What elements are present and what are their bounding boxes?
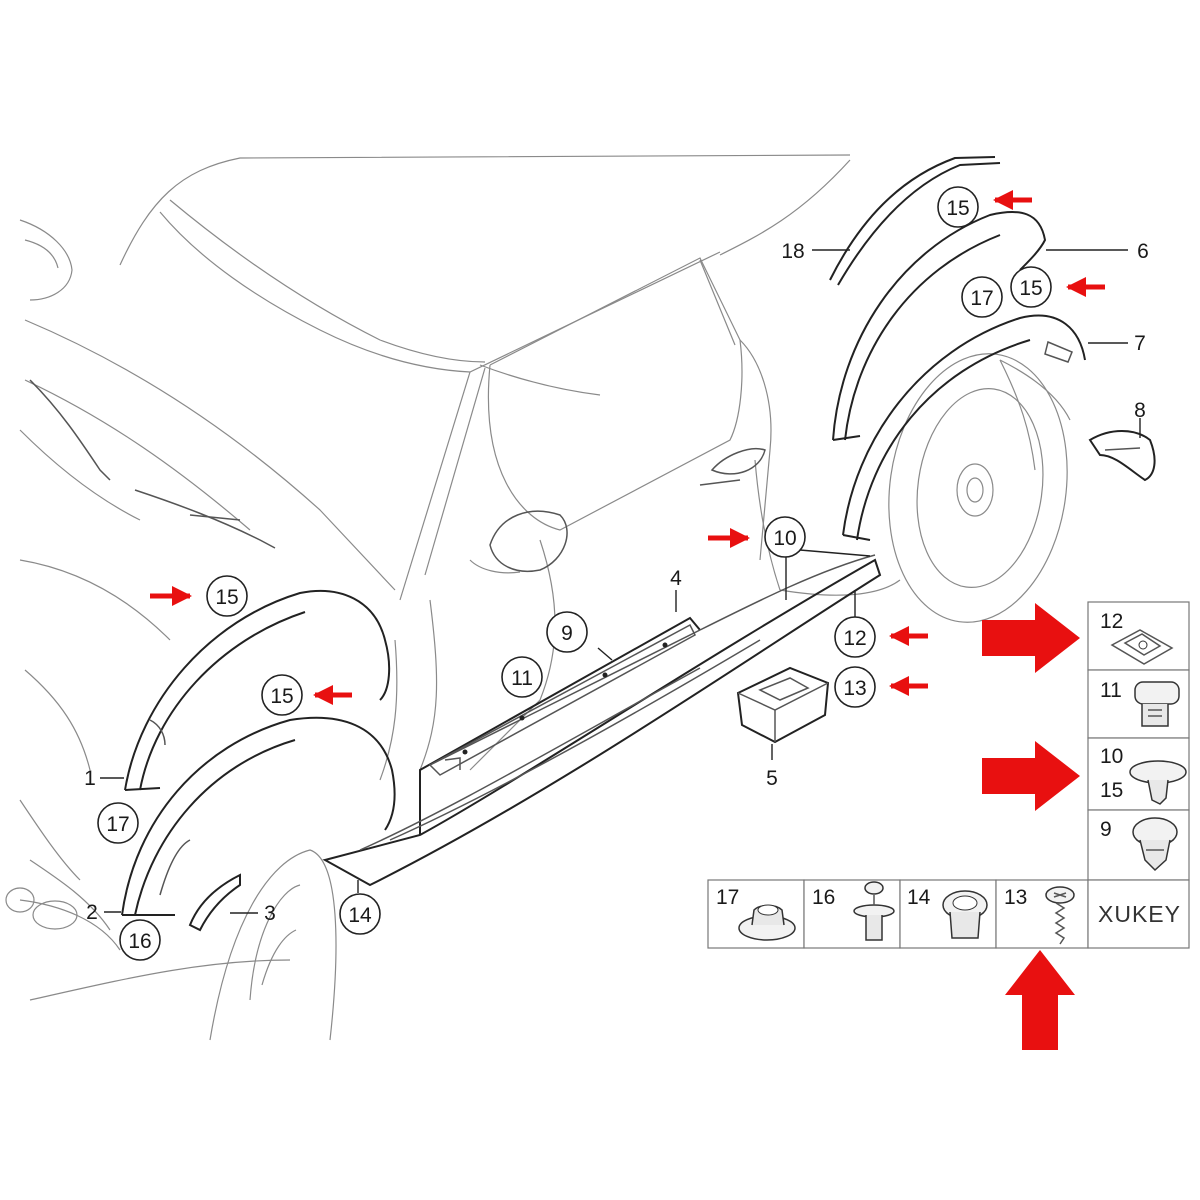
- part-3-trim: [159, 839, 258, 932]
- grid-label: 16: [812, 886, 835, 909]
- callout-label: 16: [128, 930, 151, 953]
- part-18-molding: [812, 156, 1001, 286]
- part-10-leader: [785, 549, 871, 600]
- callout-label: 18: [781, 240, 804, 263]
- callout-label: 15: [270, 685, 293, 708]
- callout-label: 13: [843, 677, 866, 700]
- red-arrows: [150, 190, 1105, 1050]
- tree-clip-icon: [1132, 817, 1178, 872]
- grid-label: 15: [1100, 779, 1123, 802]
- push-clip-icon: [1129, 760, 1187, 805]
- callout-label: 3: [264, 902, 276, 925]
- grid-label: 9: [1100, 818, 1112, 841]
- brand-watermark: XUKEY: [1098, 901, 1181, 927]
- grid-label: 17: [716, 886, 739, 909]
- callout-label: 15: [946, 197, 969, 220]
- callout-label: 2: [86, 901, 98, 924]
- grid-label: 12: [1100, 610, 1123, 633]
- callout-label: 17: [970, 287, 993, 310]
- callout-label: 14: [348, 904, 372, 927]
- callout-label: 15: [1019, 277, 1042, 300]
- callout-label: 1: [84, 767, 96, 790]
- callout-label: 8: [1134, 399, 1146, 422]
- part-5-jack-pad: [736, 666, 830, 760]
- part-8-bracket: [1088, 418, 1156, 482]
- car-body-outline: [5, 154, 1071, 1041]
- part-4-sill: [322, 554, 882, 893]
- fastener-grid: 12 11 10 15 9 17 16 14 13 XUKEY: [707, 601, 1190, 949]
- callout-label: 17: [106, 813, 129, 836]
- part-9-strip: [428, 623, 696, 776]
- grid-label: 10: [1100, 745, 1123, 768]
- round-clip-icon: [942, 890, 988, 939]
- callout-label: 4: [670, 567, 682, 590]
- expansion-rivet-icon: [1134, 681, 1180, 727]
- callout-label: 10: [773, 527, 796, 550]
- part-7-rear-arch-inner: [842, 314, 1128, 541]
- callouts: 15 18 6 17 15 7 8 10 4 9 15 11 12 13 15 …: [84, 186, 1149, 961]
- screw-icon: [1045, 886, 1075, 945]
- callout-label: 7: [1134, 332, 1146, 355]
- grid-label: 14: [907, 886, 931, 909]
- grid-label: 13: [1004, 886, 1027, 909]
- callout-label: 15: [215, 586, 238, 609]
- callout-label: 11: [511, 667, 533, 690]
- part-1-front-arch: [100, 589, 391, 791]
- push-rivet-icon: [853, 881, 895, 941]
- part-2-front-arch-lower: [104, 716, 396, 916]
- callout-label: 5: [766, 767, 778, 790]
- grid-label: 11: [1100, 679, 1122, 702]
- part-6-rear-arch: [832, 211, 1128, 441]
- callout-label: 6: [1137, 240, 1149, 263]
- clip-nut-icon: [1110, 629, 1174, 665]
- callout-label: 12: [843, 627, 866, 650]
- grommet-icon: [738, 904, 796, 941]
- callout-label: 9: [561, 622, 573, 645]
